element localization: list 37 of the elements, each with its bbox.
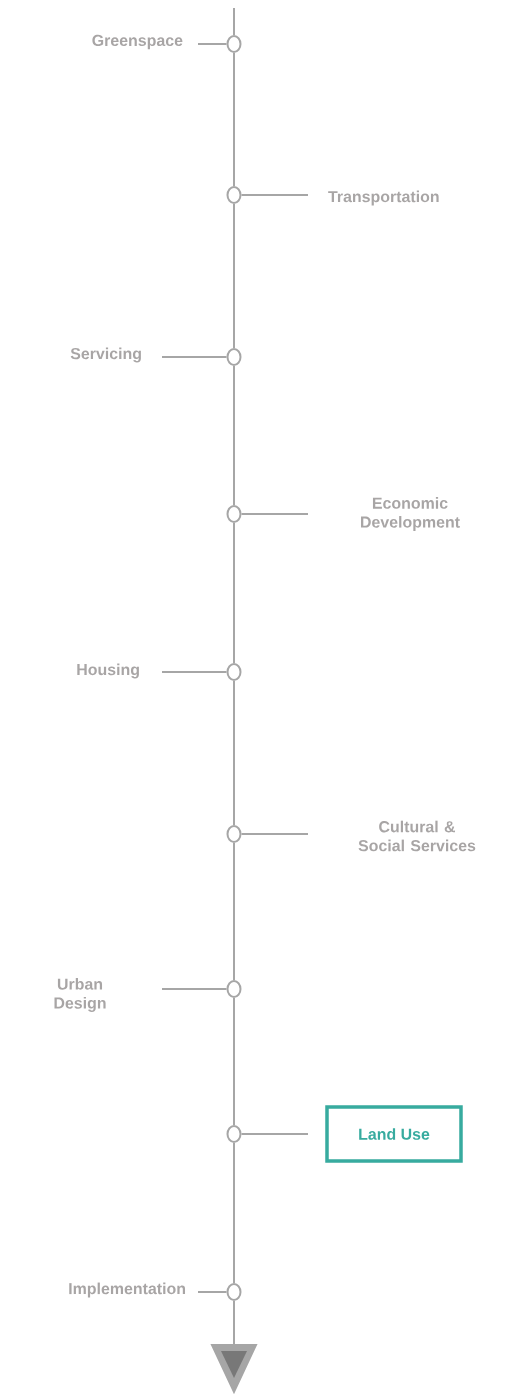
leader-line bbox=[161, 356, 228, 358]
timeline-label: Cultural & Social Services bbox=[358, 820, 476, 852]
timeline-line bbox=[233, 522, 235, 664]
timeline-line bbox=[233, 1142, 235, 1284]
leader-line bbox=[197, 43, 228, 45]
leader-line bbox=[240, 194, 309, 196]
timeline-label: Urban Design bbox=[54, 978, 106, 1012]
timeline-label: Housing bbox=[77, 663, 139, 679]
timeline-arrow bbox=[211, 1300, 258, 1393]
timeline-dot bbox=[226, 1283, 242, 1301]
timeline-dot bbox=[226, 186, 242, 204]
highlight-box: Land Use bbox=[325, 1105, 463, 1163]
timeline-label: Transportation bbox=[328, 190, 439, 206]
timeline-line bbox=[233, 203, 235, 349]
timeline-dot bbox=[226, 1125, 242, 1143]
timeline-dot bbox=[226, 35, 242, 53]
timeline-dot bbox=[226, 663, 242, 681]
timeline-label: Economic Development bbox=[361, 497, 460, 531]
timeline-line bbox=[233, 997, 235, 1126]
leader-line bbox=[161, 988, 228, 990]
timeline-line bbox=[233, 7, 235, 36]
timeline-line bbox=[233, 842, 235, 981]
timeline-label: Servicing bbox=[70, 347, 141, 363]
timeline-label: Implementation bbox=[69, 1282, 185, 1298]
leader-line bbox=[197, 1291, 228, 1293]
timeline-line bbox=[233, 680, 235, 826]
leader-line bbox=[240, 513, 309, 515]
timeline-dot bbox=[226, 348, 242, 366]
leader-line bbox=[161, 671, 228, 673]
timeline-line bbox=[233, 52, 235, 187]
timeline-dot bbox=[226, 505, 242, 523]
timeline-line bbox=[233, 365, 235, 506]
timeline-dot bbox=[226, 980, 242, 998]
leader-line bbox=[240, 833, 309, 835]
timeline-dot bbox=[226, 825, 242, 843]
timeline-label: Greenspace bbox=[92, 34, 183, 50]
leader-line bbox=[240, 1133, 309, 1135]
